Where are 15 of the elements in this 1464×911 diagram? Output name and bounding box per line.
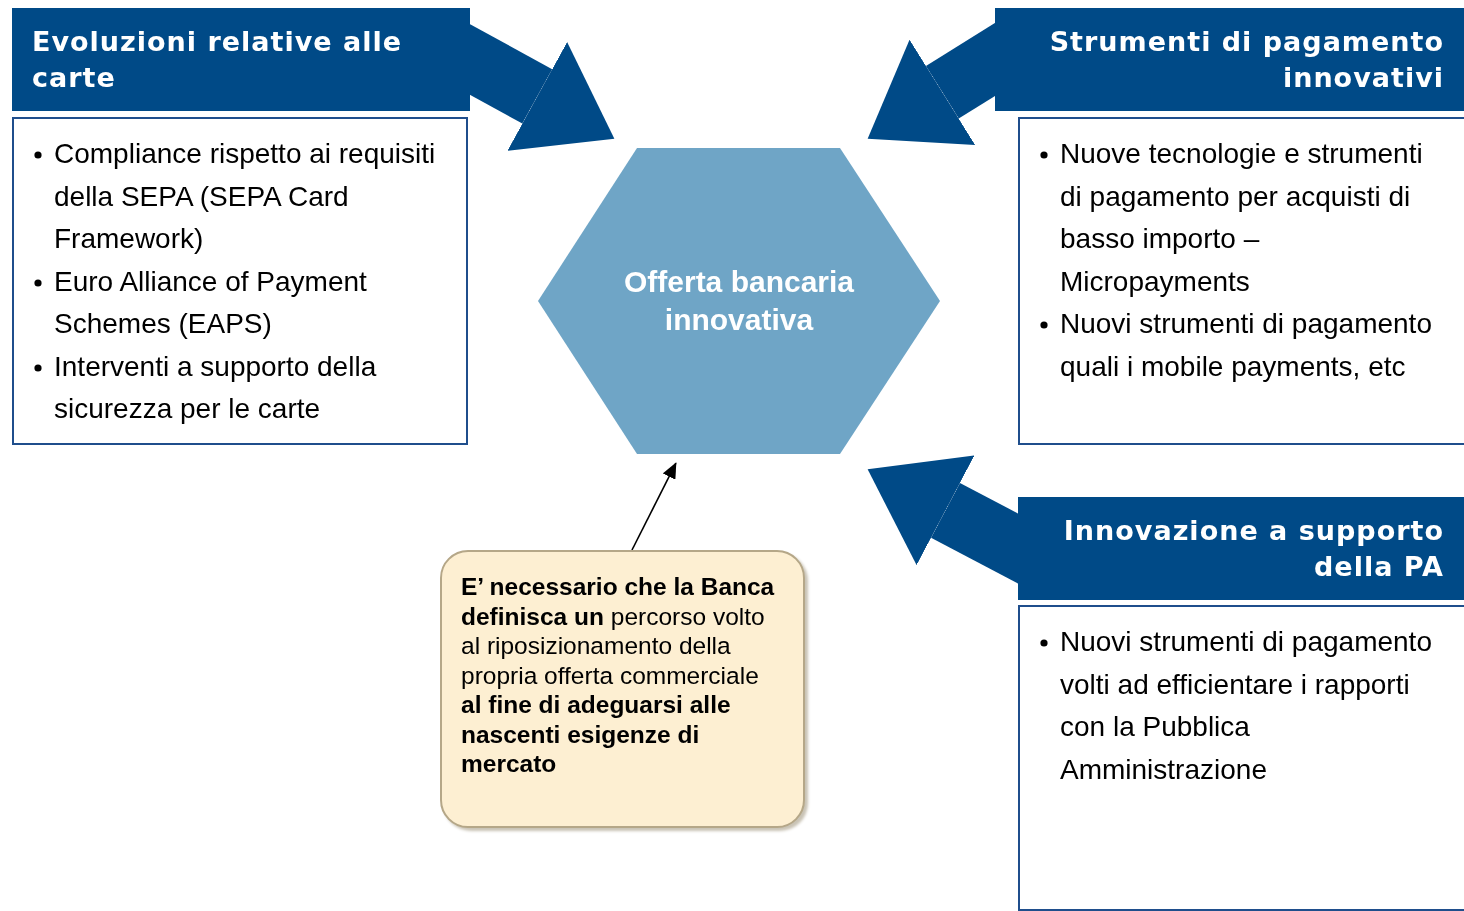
content-box (12, 117, 468, 445)
heading-banner: Innovazione a supporto della PA (1018, 497, 1464, 600)
arrow (631, 462, 677, 551)
bullet-text: Interventi a supporto della sicurezza per le carte (54, 350, 377, 424)
bullet-text: Euro Alliance of Payment Schemes (EAPS) (54, 265, 367, 339)
heading-banner: Evoluzioni relative alle carte (12, 8, 470, 111)
heading-banner: Strumenti di pagamento innovativi (995, 8, 1464, 111)
content-box (1018, 605, 1464, 911)
content-box (1018, 117, 1464, 445)
bullet-text: Nuove tecnologie e strumenti di pagamento per acquisti di basso importo – Micropayments (1060, 138, 1423, 297)
bullet-text: Nuovi strumenti di pagamento quali i mobile payments, etc (1060, 308, 1432, 382)
hexagon-label: Offerta bancaria innovativa (622, 264, 856, 338)
bullet-text: Compliance rispetto ai requisiti della SEPA (SEPA Card Framework) (54, 138, 436, 254)
bullet-text: Nuovi strumenti di pagamento volti ad efficientare i rapporti con la Pubblica Amministrazione (1060, 626, 1432, 785)
note-box: E’ necessario che la Banca definisca un percorso volto al riposizionamento della propria offerta commerciale al fine di adeguarsi alle nascenti esigenze di mercato (440, 550, 805, 828)
